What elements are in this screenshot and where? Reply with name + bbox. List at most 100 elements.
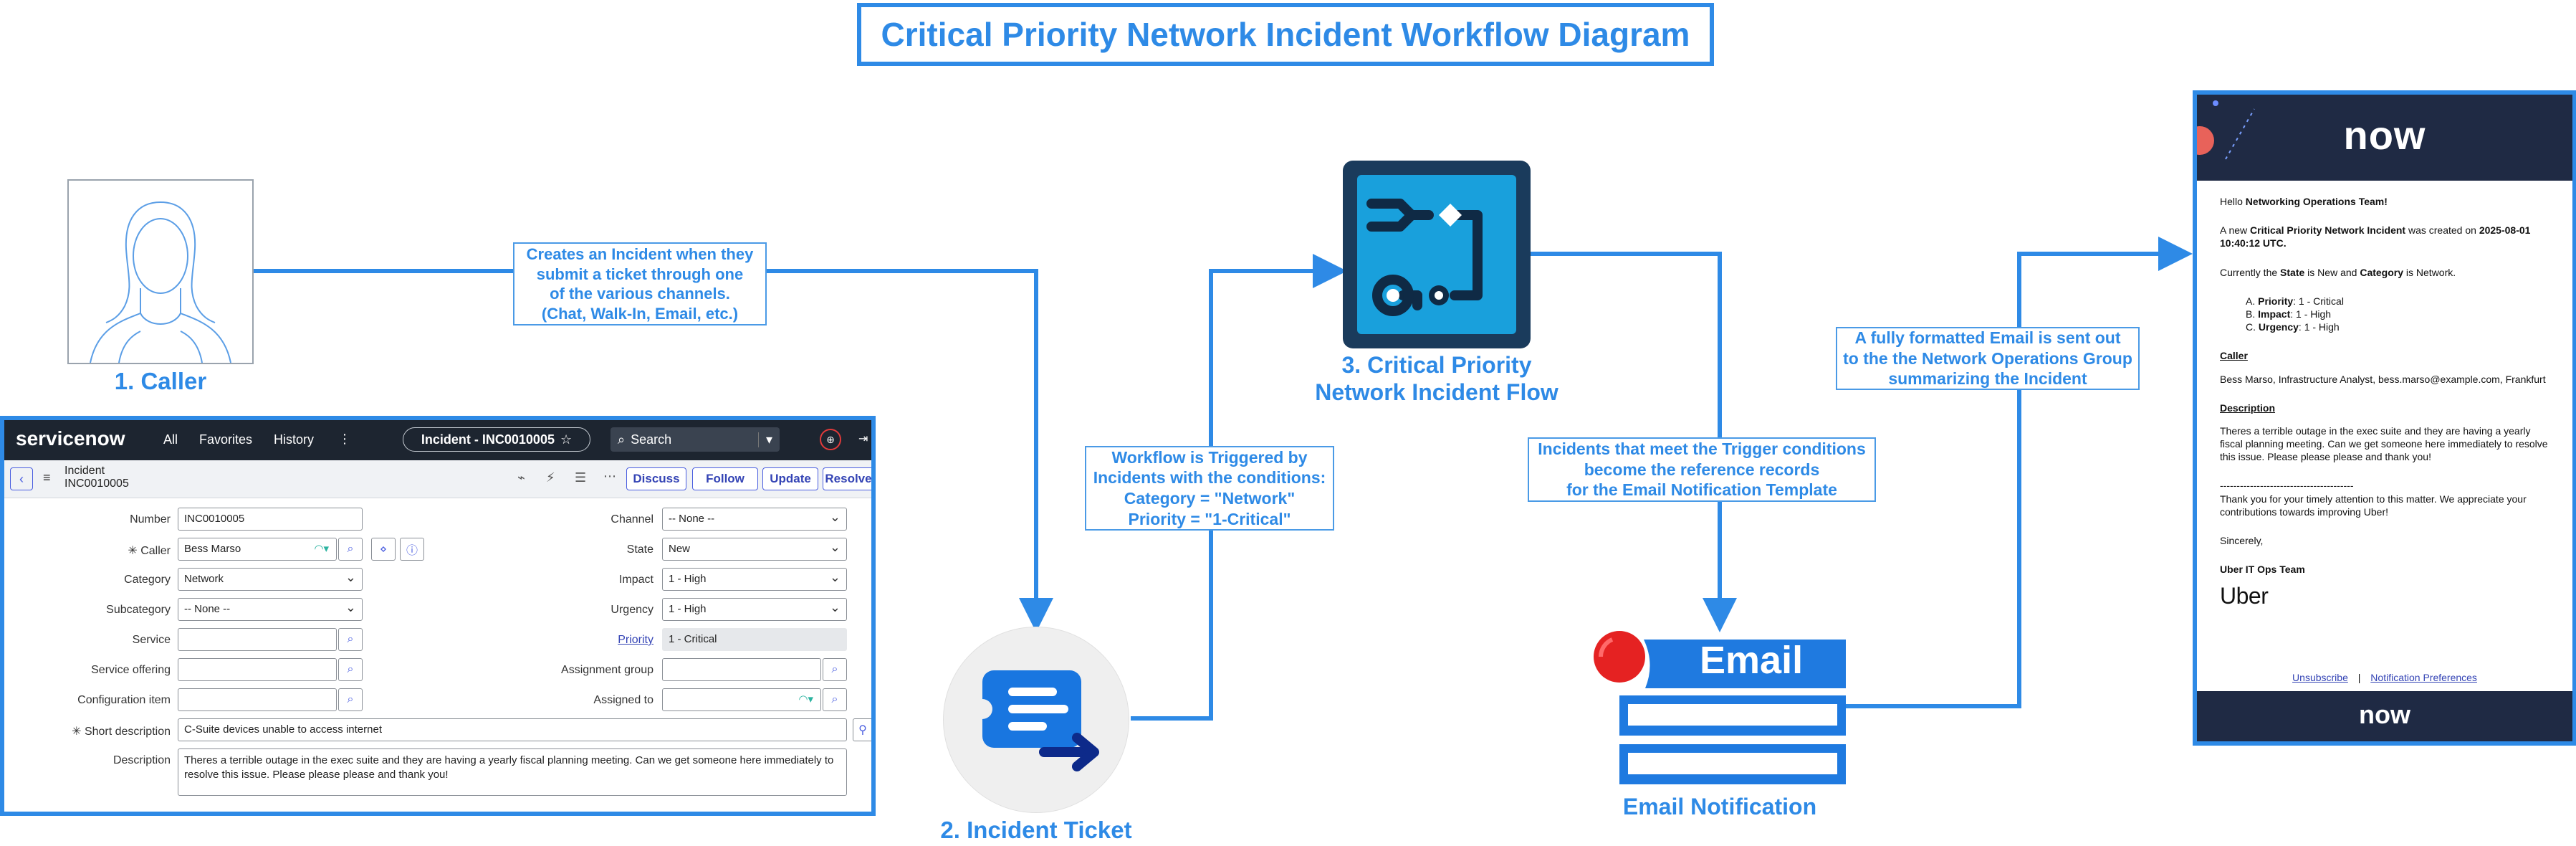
record-number: INC0010005 xyxy=(64,477,129,490)
number-field[interactable]: INC0010005 xyxy=(178,508,363,531)
assignment-group-label: Assignment group xyxy=(561,664,653,676)
email-notification-icon: Email xyxy=(1594,624,1849,790)
urgency-select[interactable]: 1 - High xyxy=(662,598,847,621)
discuss-button[interactable]: Discuss xyxy=(626,467,686,490)
category-select[interactable]: Network xyxy=(178,568,363,591)
person-icon xyxy=(90,201,231,363)
nav-favorites[interactable]: Favorites xyxy=(199,432,253,447)
service-offering-label: Service offering xyxy=(91,664,171,676)
menu-icon[interactable]: ≡ xyxy=(43,470,51,485)
caller-info-icon[interactable]: ⓘ xyxy=(400,538,424,561)
assigned-to-field[interactable]: ◠▾ xyxy=(662,688,821,711)
email-header: now xyxy=(2197,95,2572,181)
record-header-bar: ‹ ≡ Incident INC0010005 ⌁ ⚡ ☰ ⋯ Discuss … xyxy=(4,460,871,498)
follow-button[interactable]: Follow xyxy=(692,467,758,490)
flow-icon xyxy=(1343,161,1531,348)
search-dropdown-icon[interactable]: ▾ xyxy=(757,432,772,447)
uber-logo: Uber xyxy=(2220,583,2269,609)
urgency-label: Urgency xyxy=(611,604,653,616)
unsubscribe-link[interactable]: Unsubscribe xyxy=(2292,671,2348,683)
state-select[interactable]: New xyxy=(662,538,847,561)
email-priority-list: A. Priority: 1 - Critical B. Impact: 1 -… xyxy=(2246,295,2549,334)
greeting-prefix: Hello xyxy=(2220,196,2246,207)
resolve-button[interactable]: Resolve xyxy=(823,467,871,490)
attachment-icon[interactable]: ⌁ xyxy=(517,470,525,485)
caller-label-text: Caller xyxy=(140,545,171,557)
category-label: Category xyxy=(124,574,171,586)
short-description-label: Short description xyxy=(84,726,171,738)
incident-ticket-icon xyxy=(943,627,1129,813)
footer-now-logo: now xyxy=(2359,700,2410,729)
callout-reference-records: Incidents that meet the Trigger conditio… xyxy=(1528,437,1876,502)
status-mid: is New and xyxy=(2304,266,2360,278)
created-prefix: A new xyxy=(2220,224,2251,237)
now-logo: now xyxy=(2343,113,2426,158)
record-tab[interactable]: Incident - INC0010005 ☆ xyxy=(403,427,590,452)
list-item-label: Urgency xyxy=(2258,321,2299,333)
sidebar-toggle-icon[interactable]: ⇥ xyxy=(858,433,868,445)
caller-field[interactable]: Bess Marso ◠▾ xyxy=(178,538,337,561)
status-suffix: is Network. xyxy=(2403,266,2456,278)
list-item-label: Priority xyxy=(2258,295,2294,307)
description-field[interactable]: Theres a terrible outage in the exec sui… xyxy=(178,748,847,796)
nav-more-icon[interactable]: ⋮ xyxy=(338,432,351,446)
activity-icon[interactable]: ⚡ xyxy=(546,470,555,485)
caller-value: Bess Marso xyxy=(184,543,241,555)
channel-label: Channel xyxy=(611,513,653,526)
created-date: 2025-08-01 10:40:12 UTC. xyxy=(2220,224,2531,249)
more-options-icon[interactable]: ⋯ xyxy=(603,469,616,483)
arrow-email-to-notification xyxy=(1845,237,2193,708)
star-icon[interactable]: ☆ xyxy=(560,432,573,447)
record-tab-label: Incident - INC0010005 xyxy=(421,432,555,447)
search-placeholder: Search xyxy=(631,432,672,447)
search-input[interactable]: ⌕ Search ▾ xyxy=(611,427,780,452)
status-prefix: Currently the xyxy=(2220,266,2281,278)
nav-history[interactable]: History xyxy=(274,432,315,447)
list-item-label: Impact xyxy=(2258,308,2291,320)
short-description-field[interactable]: C-Suite devices unable to access interne… xyxy=(178,718,847,741)
service-lookup-icon[interactable]: ⌕ xyxy=(338,628,363,651)
team-name: Uber IT Ops Team xyxy=(2220,564,2305,576)
service-offering-field[interactable] xyxy=(178,658,337,681)
subcategory-label: Subcategory xyxy=(106,604,171,616)
service-field[interactable] xyxy=(178,628,337,651)
configuration-item-label: Configuration item xyxy=(77,694,171,706)
caller-related-icon[interactable]: ⋄ xyxy=(371,538,396,561)
caller-field-label: ✳ Caller xyxy=(128,545,171,557)
assigned-to-lookup-icon[interactable]: ⌕ xyxy=(823,688,847,711)
globe-icon[interactable]: ⊕ xyxy=(820,429,841,450)
email-created-line: A new Critical Priority Network Incident… xyxy=(2220,224,2549,249)
callout-workflow-triggered: Workflow is Triggered by Incidents with … xyxy=(1085,446,1334,531)
back-button[interactable]: ‹ xyxy=(10,467,33,490)
assignment-group-lookup-icon[interactable]: ⌕ xyxy=(823,658,847,681)
configuration-item-field[interactable] xyxy=(178,688,337,711)
suggestion-icon[interactable]: ⚲ xyxy=(853,718,871,741)
description-heading: Description xyxy=(2220,401,2276,414)
priority-field: 1 - Critical xyxy=(662,628,847,651)
impact-select[interactable]: 1 - High xyxy=(662,568,847,591)
callout-email-sent: A fully formatted Email is sent out to t… xyxy=(1836,327,2140,390)
channel-select[interactable]: -- None -- xyxy=(662,508,847,531)
settings-icon[interactable]: ☰ xyxy=(575,470,587,485)
callout-creates-incident: Creates an Incident when they submit a t… xyxy=(513,242,767,325)
caller-lookup-icon[interactable]: ⌕ xyxy=(338,538,363,561)
subcategory-select[interactable]: -- None -- xyxy=(178,598,363,621)
update-button[interactable]: Update xyxy=(762,467,818,490)
configuration-item-lookup-icon[interactable]: ⌕ xyxy=(338,688,363,711)
email-status-line: Currently the State is New and Category … xyxy=(2220,266,2549,279)
search-icon: ⌕ xyxy=(618,432,626,447)
service-offering-lookup-icon[interactable]: ⌕ xyxy=(338,658,363,681)
servicenow-top-bar: servicenow All Favorites History ⋮ Incid… xyxy=(4,420,871,460)
email-icon xyxy=(1594,631,1846,784)
nav-all[interactable]: All xyxy=(163,432,178,447)
list-item-value: : 1 - Critical xyxy=(2293,295,2344,307)
assigned-to-avatar-icon: ◠▾ xyxy=(798,693,813,705)
priority-link[interactable]: Priority xyxy=(618,634,653,646)
greeting-team: Networking Operations Team! xyxy=(2245,196,2388,207)
email-team: Uber IT Ops Team xyxy=(2220,563,2549,576)
email-divider: ---------------------------------------- xyxy=(2220,480,2354,492)
diagram-title-box: Critical Priority Network Incident Workf… xyxy=(857,3,1714,66)
caller-avatar xyxy=(67,179,254,364)
notification-preferences-link[interactable]: Notification Preferences xyxy=(2370,671,2477,683)
assignment-group-field[interactable] xyxy=(662,658,821,681)
